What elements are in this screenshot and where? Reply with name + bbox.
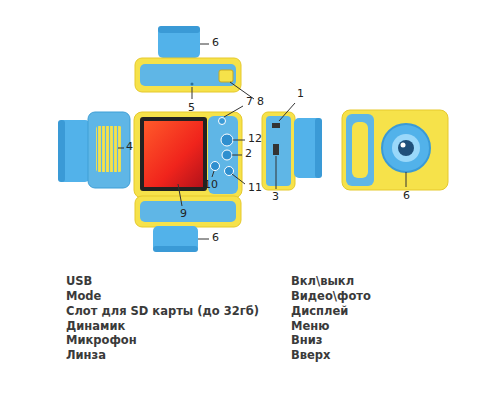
callout-number: 8 bbox=[257, 96, 264, 108]
leader-line bbox=[212, 171, 214, 177]
legend-text: Вкл\выкл bbox=[291, 275, 354, 288]
microphone-hole bbox=[191, 83, 194, 86]
sd-slot bbox=[273, 144, 279, 155]
button-mode bbox=[219, 118, 226, 125]
lens-center bbox=[398, 140, 414, 156]
display bbox=[144, 121, 203, 187]
lens-front bbox=[382, 124, 430, 172]
callout-number: 6 bbox=[403, 190, 410, 202]
leader-line bbox=[406, 172, 407, 187]
grip-inner bbox=[352, 122, 368, 178]
speaker-grille bbox=[96, 126, 122, 172]
leader-line bbox=[178, 184, 182, 206]
legend-text: Микрофон bbox=[66, 334, 137, 347]
legend-text: Mode bbox=[66, 290, 101, 303]
leader-line bbox=[232, 174, 245, 184]
callout-number: 3 bbox=[272, 191, 279, 203]
callout-number: 12 bbox=[248, 133, 262, 145]
legend-text: Меню bbox=[291, 320, 329, 333]
lens-glass bbox=[392, 134, 420, 162]
callout-number: 7 bbox=[246, 96, 253, 108]
legend-text: Линза bbox=[66, 349, 106, 362]
usb-port bbox=[272, 123, 280, 128]
lens-ring bbox=[315, 118, 322, 178]
lens-side bbox=[58, 120, 90, 182]
callout-number: 6 bbox=[212, 232, 219, 244]
leader-line bbox=[232, 155, 242, 156]
body-top-band bbox=[140, 64, 236, 86]
callout-number: 1 bbox=[297, 88, 304, 100]
lens-side-right bbox=[294, 118, 322, 178]
callout-number: 4 bbox=[126, 141, 133, 153]
display-frame bbox=[140, 117, 207, 191]
button-video-photo bbox=[222, 150, 232, 160]
grip bbox=[346, 114, 374, 186]
button-menu bbox=[221, 134, 233, 146]
body-back bbox=[134, 112, 242, 198]
lens-top bbox=[158, 26, 200, 58]
leader-line bbox=[118, 148, 124, 149]
body-front bbox=[342, 110, 448, 190]
body-top bbox=[135, 58, 241, 92]
leader-line bbox=[198, 239, 209, 240]
callout-number: 10 bbox=[204, 179, 218, 191]
lens-ring bbox=[158, 26, 200, 33]
body-bottom-band bbox=[140, 201, 236, 222]
legend-text: Видео\фото bbox=[291, 290, 371, 303]
legend-text: Дисплей bbox=[291, 305, 348, 318]
callout-number: 5 bbox=[188, 102, 195, 114]
callout-number: 6 bbox=[212, 37, 219, 49]
power-button bbox=[219, 70, 233, 82]
lens-highlight bbox=[401, 143, 406, 148]
legend-text: Динамик bbox=[66, 320, 125, 333]
body-side-band bbox=[266, 116, 291, 186]
leader-line bbox=[276, 156, 277, 189]
button-up bbox=[211, 162, 220, 171]
lens-ring bbox=[58, 120, 65, 182]
callout-number: 11 bbox=[248, 182, 262, 194]
body-bottom bbox=[135, 196, 241, 227]
leader-line bbox=[233, 140, 245, 141]
leader-line bbox=[224, 106, 243, 117]
lens-ring bbox=[153, 246, 198, 252]
legend-text: Слот для SD карты (до 32гб) bbox=[66, 305, 259, 318]
legend-text: USB bbox=[66, 275, 92, 288]
leader-line bbox=[200, 44, 209, 45]
body-side bbox=[88, 112, 130, 188]
leader-line bbox=[192, 87, 193, 99]
body-side-right bbox=[262, 112, 295, 190]
legend-text: Вниз bbox=[291, 334, 322, 347]
lens-bottom bbox=[153, 226, 198, 252]
callout-number: 9 bbox=[180, 208, 187, 220]
callout-number: 2 bbox=[245, 148, 252, 160]
leader-line bbox=[279, 103, 295, 121]
legend-text: Вверх bbox=[291, 349, 331, 362]
